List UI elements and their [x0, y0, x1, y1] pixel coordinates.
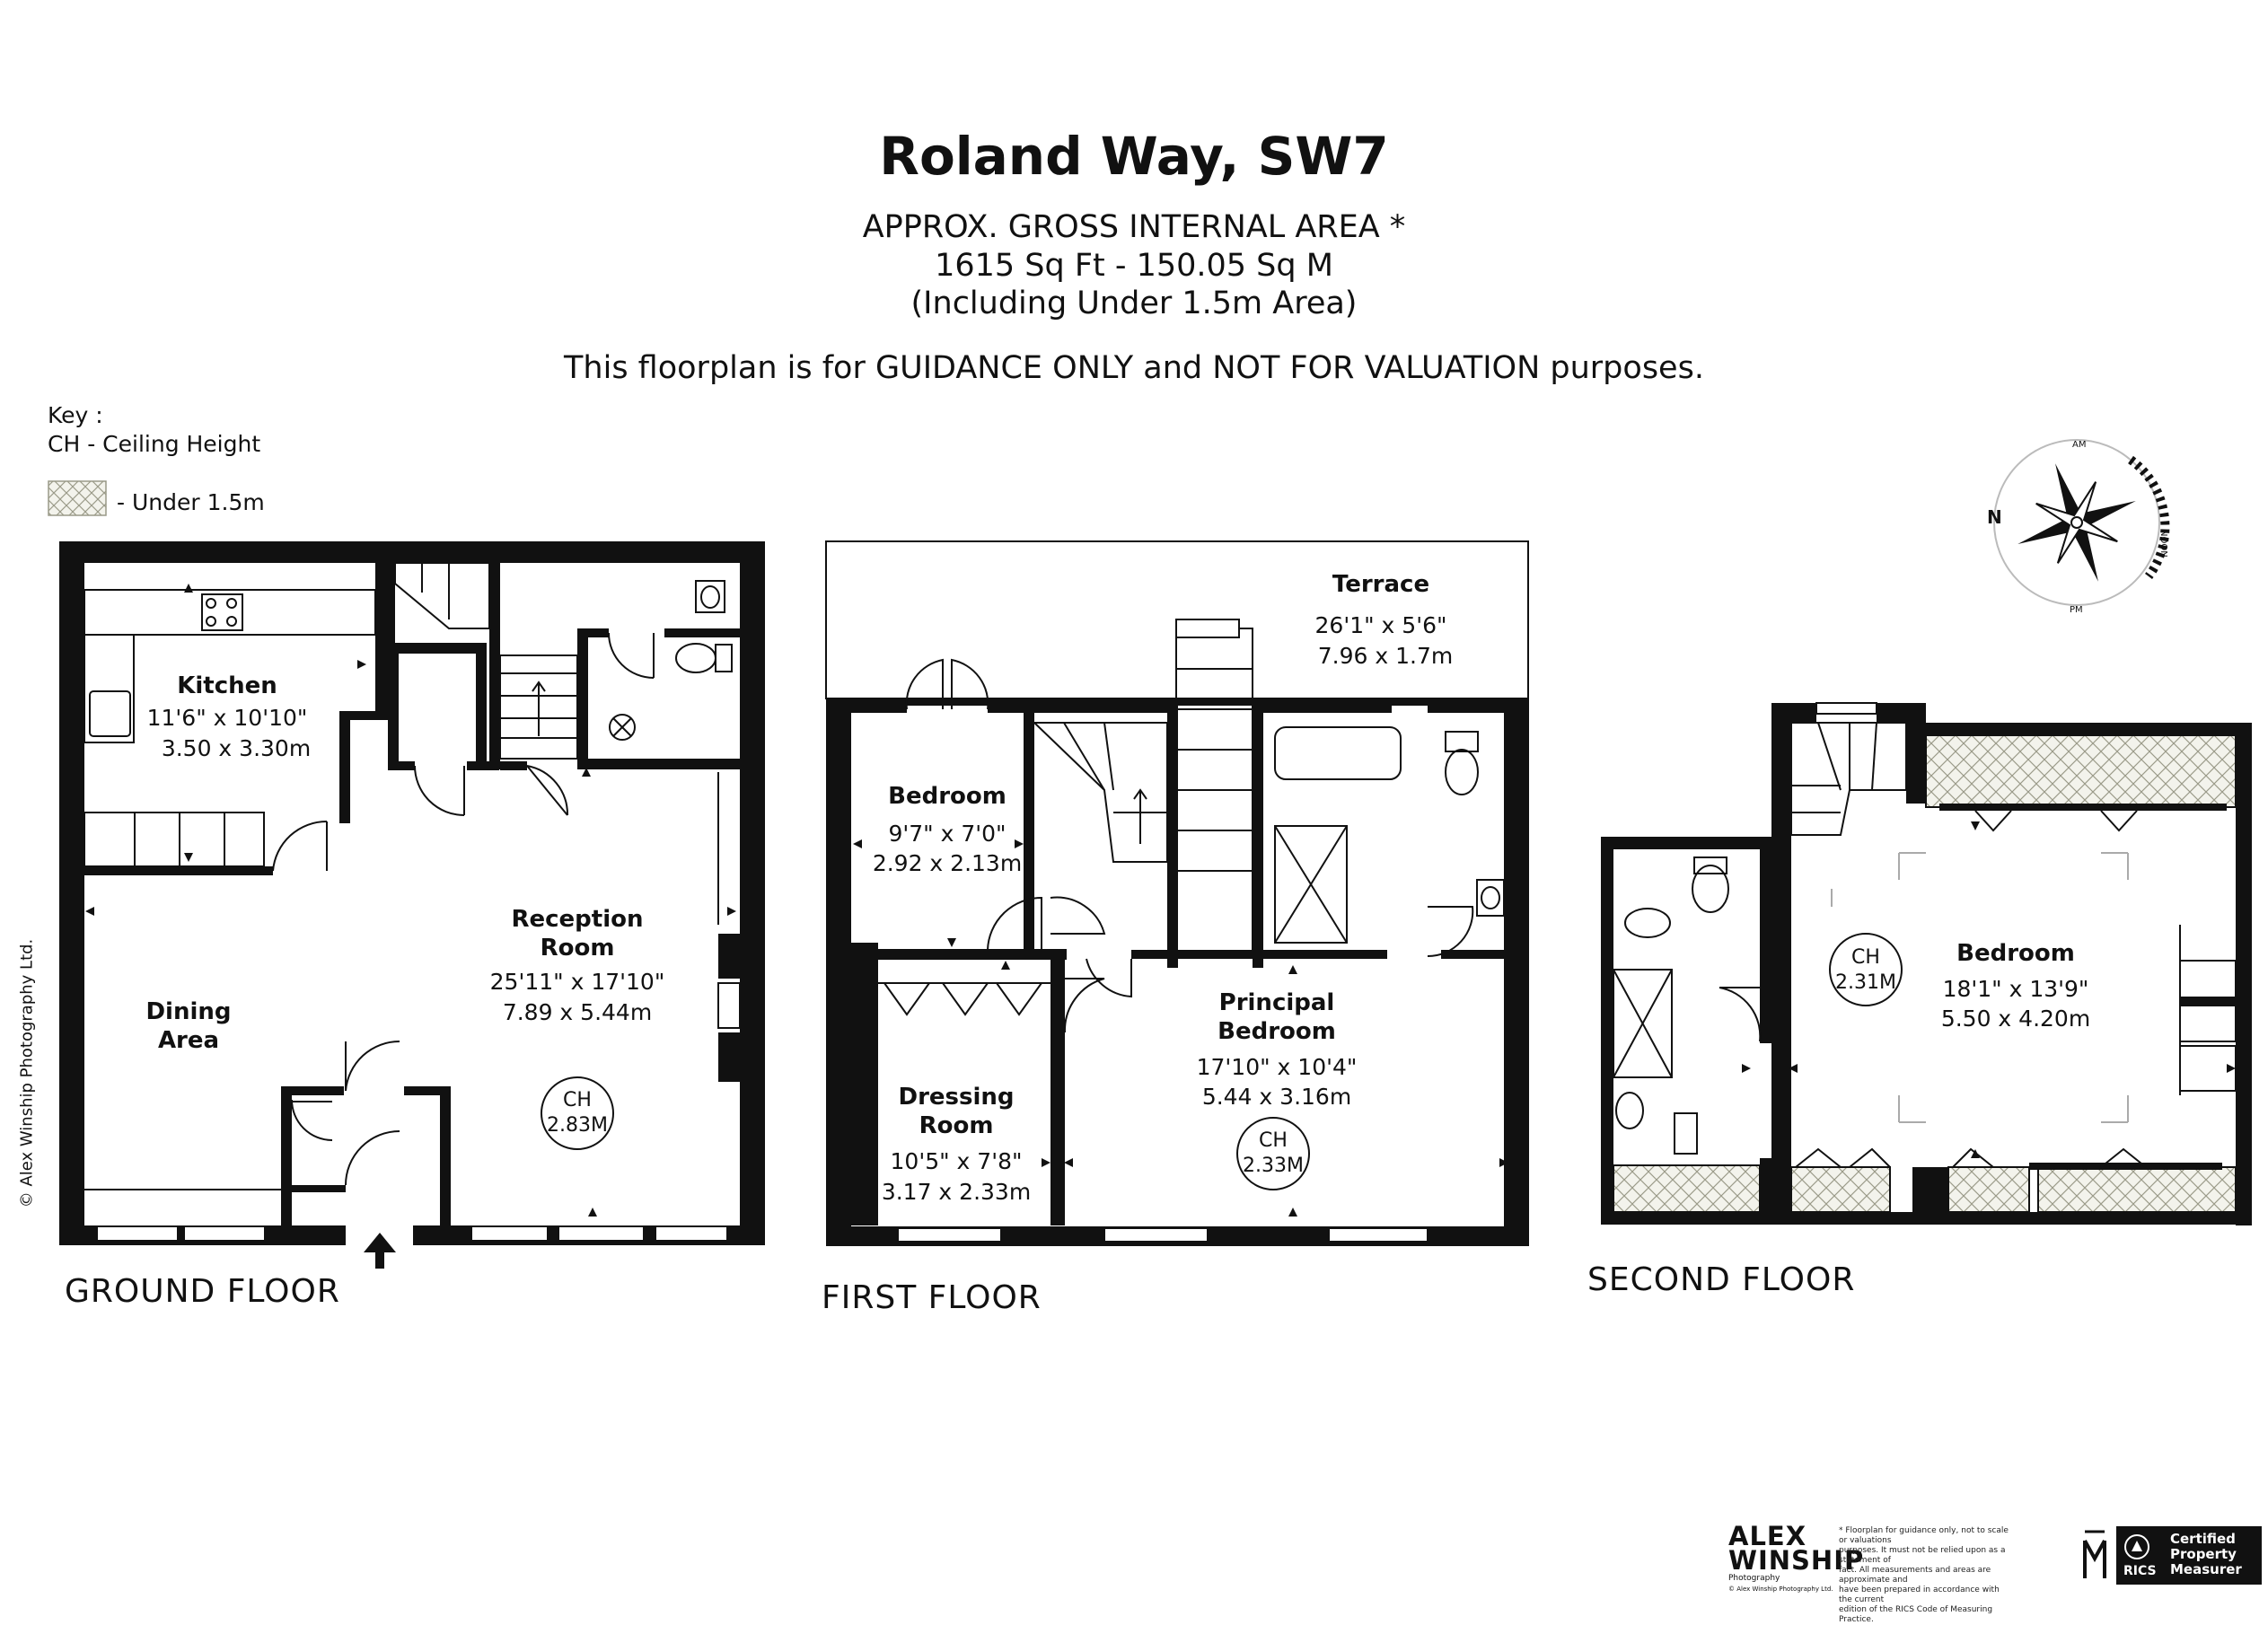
mm-logo-icon	[2083, 1530, 2106, 1578]
principal-ch-value: 2.33M	[1243, 1155, 1304, 1177]
compass-north-label: N	[1987, 506, 2002, 528]
kitchen-imperial: 11'6" x 10'10"	[147, 705, 308, 731]
terrace-name: Terrace	[1332, 571, 1429, 598]
bedroom-1-name: Bedroom	[888, 783, 1007, 810]
principal-name-1: Principal	[1219, 989, 1335, 1016]
footer-note: * Floorplan for guidance only, not to sc…	[1839, 1526, 2014, 1625]
bedroom-2-imperial: 18'1" x 13'9"	[1943, 976, 2089, 1002]
rics-label: RICS	[2123, 1564, 2157, 1578]
reception-ch-value: 2.83M	[547, 1114, 608, 1137]
compass-rose: N AM NOON PM	[1987, 439, 2170, 615]
key-under-swatch	[48, 480, 107, 516]
rics-crest-icon	[2124, 1534, 2149, 1559]
first-floor-plan	[825, 540, 1529, 1246]
ground-floor-label: GROUND FLOOR	[65, 1273, 340, 1310]
compass-bottom-label: PM	[2070, 605, 2083, 615]
brand-line-1: ALEX	[1728, 1521, 1807, 1551]
area-line-2: 1615 Sq Ft - 150.05 Sq M	[935, 248, 1333, 284]
principal-name-2: Bedroom	[1218, 1018, 1336, 1045]
bedroom-1-metric: 2.92 x 2.13m	[873, 850, 1022, 876]
terrace-metric: 7.96 x 1.7m	[1318, 643, 1453, 669]
second-floor-plan	[1601, 702, 2252, 1225]
bedroom-1-imperial: 9'7" x 7'0"	[888, 821, 1006, 847]
bedroom-2-ch-value: 2.31M	[1835, 971, 1896, 994]
principal-metric: 5.44 x 3.16m	[1202, 1084, 1351, 1110]
rics-cert-3: Measurer	[2170, 1561, 2242, 1577]
dining-name-1: Dining	[145, 998, 231, 1025]
bedroom-2-name: Bedroom	[1956, 940, 2075, 967]
footer-note-2: purposes. It must not be relied upon as …	[1839, 1546, 2006, 1565]
second-floor-label: SECOND FLOOR	[1587, 1261, 1856, 1298]
rics-badge: RICS Certified Property Measurer	[2116, 1526, 2262, 1585]
footer-note-3: fact. All measurements and areas are app…	[1839, 1566, 1991, 1585]
dressing-name-1: Dressing	[898, 1084, 1014, 1111]
rics-cert-text: Certified Property Measurer	[2170, 1532, 2242, 1577]
area-line-3: (Including Under 1.5m Area)	[910, 285, 1358, 321]
footer-note-5: edition of the RICS Code of Measuring Pr…	[1839, 1605, 1993, 1624]
footer-note-4: have been prepared in accordance with th…	[1839, 1585, 2000, 1604]
dressing-metric: 3.17 x 2.33m	[882, 1179, 1031, 1205]
page-title: Roland Way, SW7	[879, 126, 1389, 187]
footer-note-1: * Floorplan for guidance only, not to sc…	[1839, 1526, 2009, 1545]
first-floor-label: FIRST FLOOR	[822, 1279, 1042, 1316]
bedroom-2-ch-label: CH	[1851, 946, 1880, 969]
principal-ch-label: CH	[1259, 1129, 1288, 1152]
ground-floor-plan	[59, 541, 765, 1269]
principal-imperial: 17'10" x 10'4"	[1197, 1054, 1358, 1080]
brand-line-2: WINSHIP	[1728, 1545, 1865, 1576]
dressing-name-2: Room	[919, 1112, 994, 1139]
reception-imperial: 25'11" x 17'10"	[490, 969, 665, 995]
area-line-1: APPROX. GROSS INTERNAL AREA *	[862, 209, 1406, 245]
brand-logo: ALEX WINSHIP	[1728, 1521, 1865, 1576]
disclaimer: This floorplan is for GUIDANCE ONLY and …	[564, 350, 1704, 386]
rics-cert-1: Certified	[2170, 1531, 2236, 1547]
dining-name-2: Area	[158, 1027, 219, 1054]
key-under-label: - Under 1.5m	[117, 489, 265, 515]
bedroom-2-metric: 5.50 x 4.20m	[1941, 1006, 2090, 1032]
kitchen-name: Kitchen	[177, 672, 277, 699]
reception-metric: 7.89 x 5.44m	[503, 999, 652, 1025]
key-title: Key :	[48, 402, 103, 428]
key-ceiling-height: CH - Ceiling Height	[48, 431, 261, 457]
compass-top-label: AM	[2072, 440, 2086, 450]
reception-name-2: Room	[541, 935, 615, 962]
reception-name-1: Reception	[511, 906, 643, 933]
reception-ch-label: CH	[563, 1089, 592, 1111]
rics-cert-2: Property	[2170, 1546, 2237, 1562]
dressing-imperial: 10'5" x 7'8"	[891, 1148, 1023, 1174]
compass-right-label: NOON	[2158, 530, 2168, 558]
brand-copyright: © Alex Winship Photography Ltd.	[1728, 1585, 1833, 1593]
brand-photography: Photography	[1728, 1574, 1780, 1583]
terrace-imperial: 26'1" x 5'6"	[1315, 612, 1447, 638]
kitchen-metric: 3.50 x 3.30m	[162, 735, 311, 761]
